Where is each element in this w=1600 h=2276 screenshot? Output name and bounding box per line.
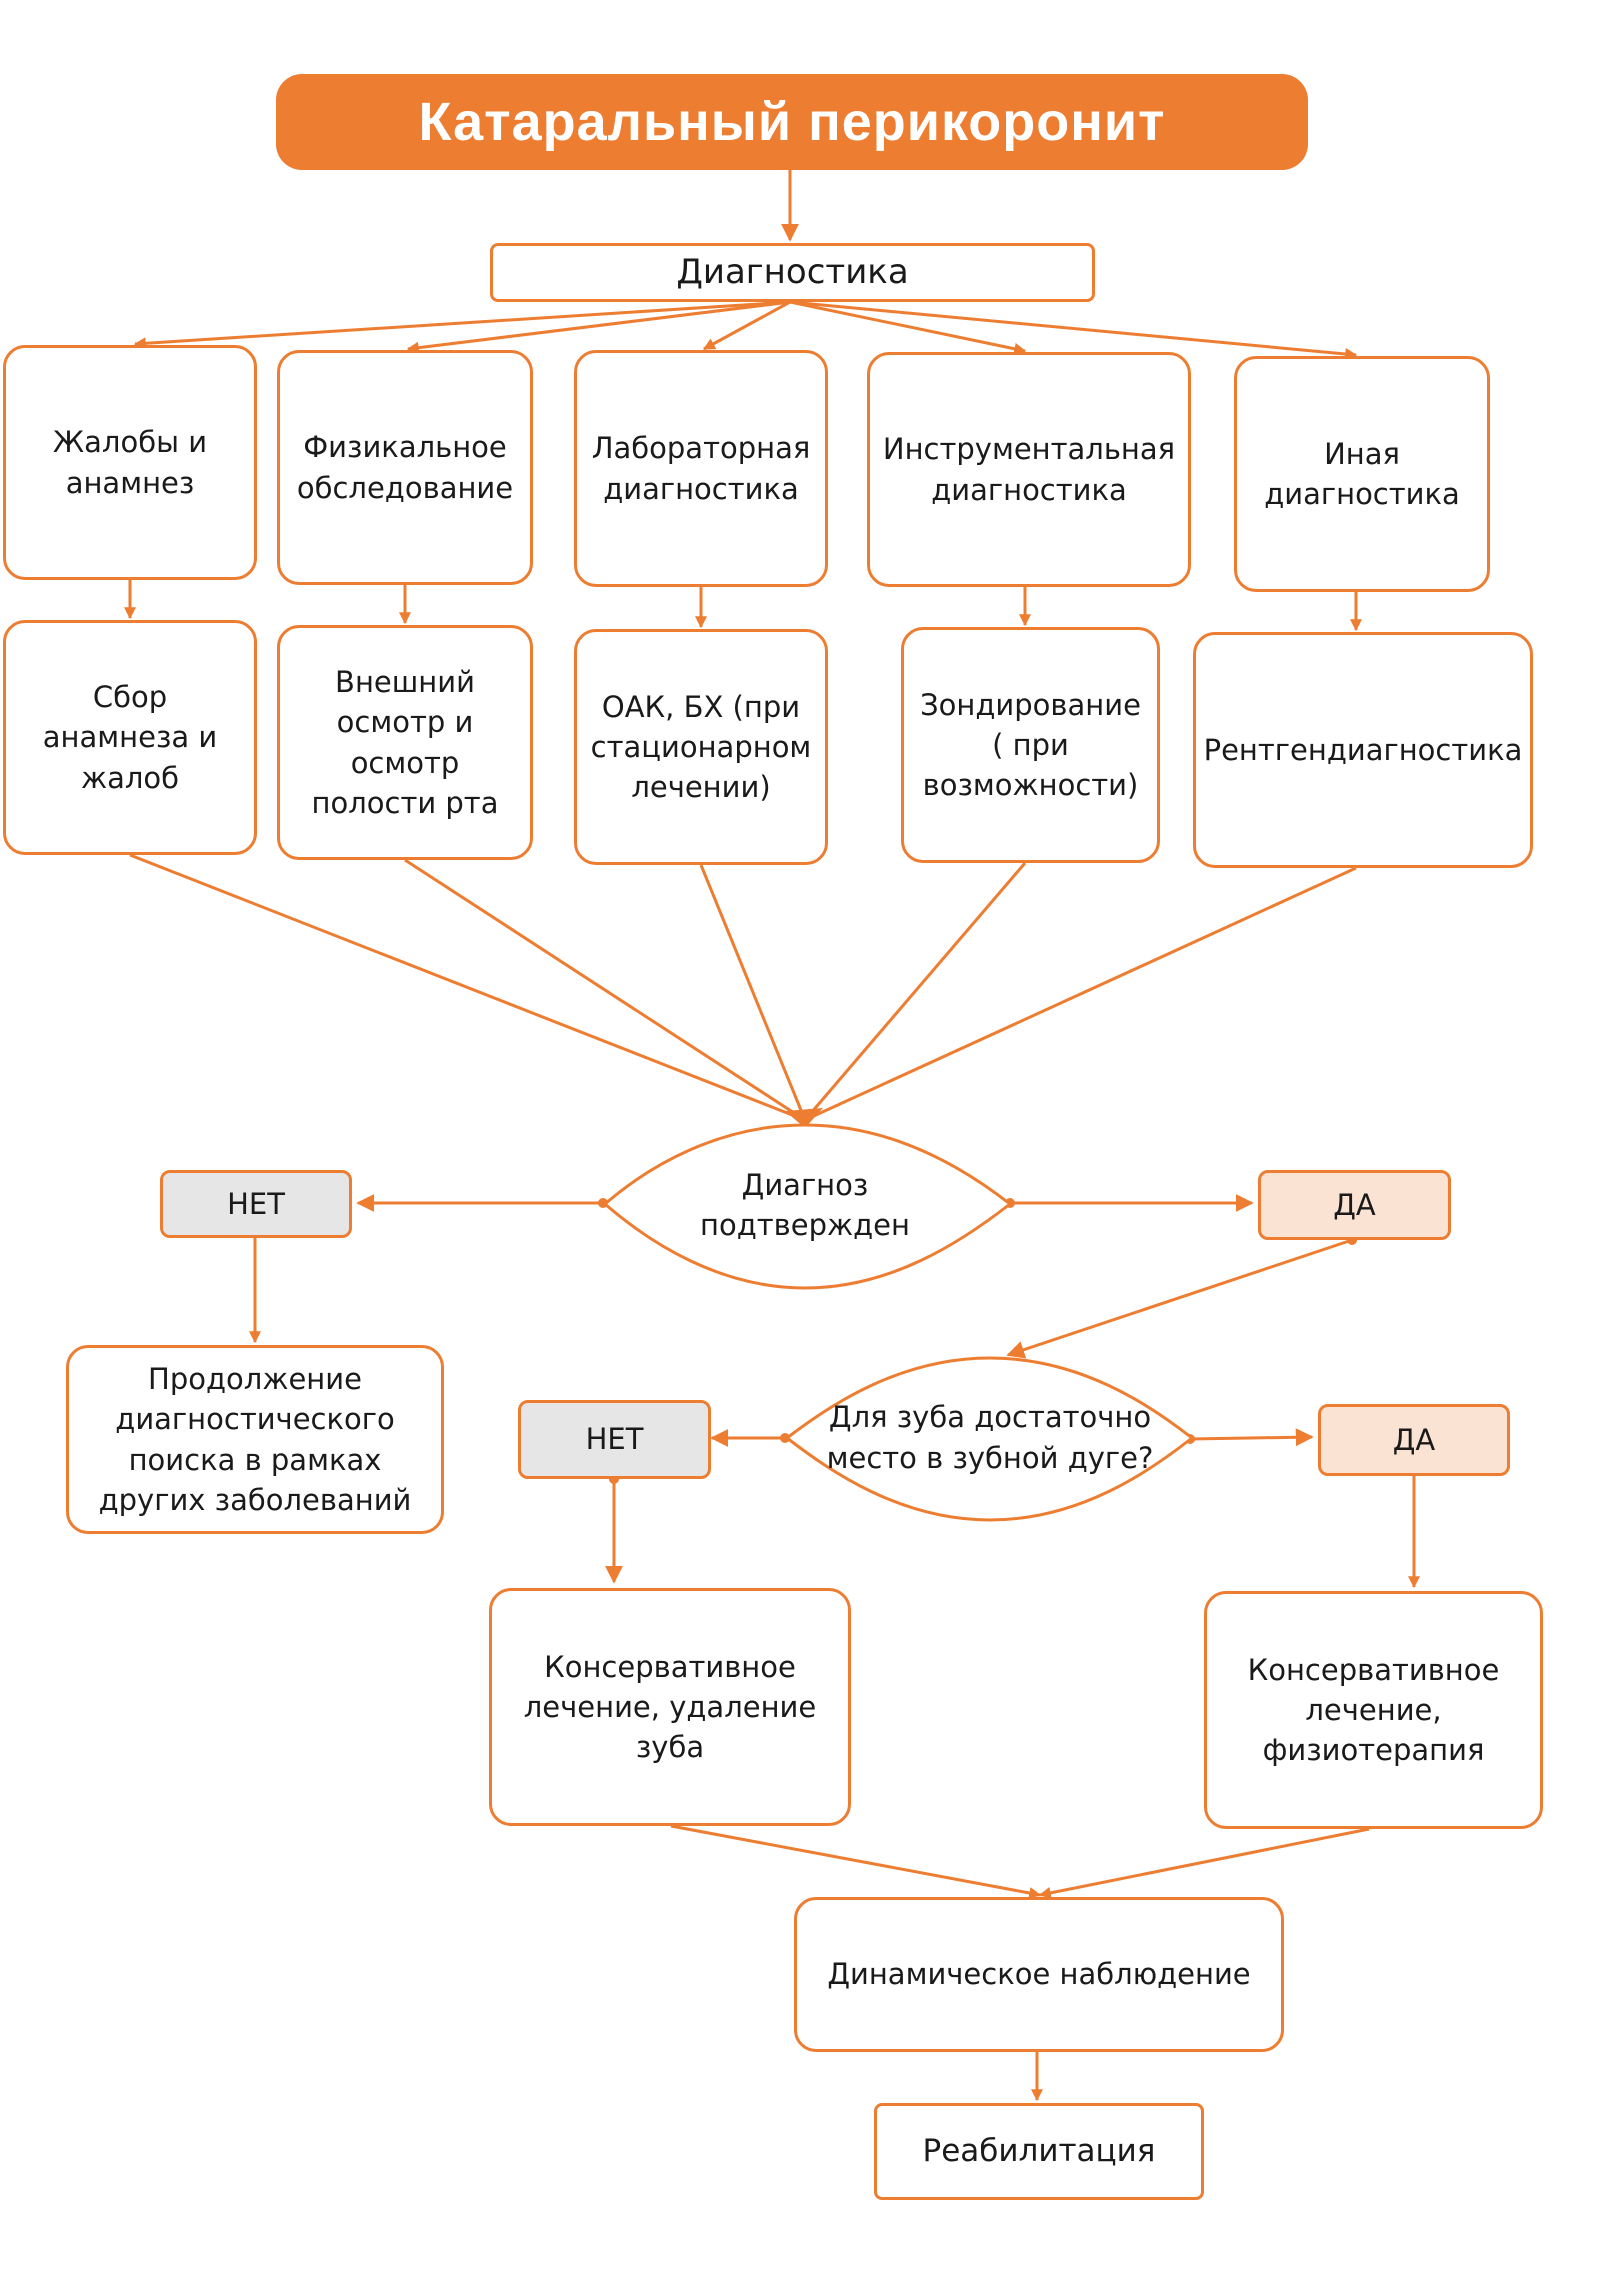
edge-diag-cat-3 (702, 300, 791, 351)
edge-method-decision-1 (129, 853, 806, 1122)
method-anamnesis-collection: Сбор анамнеза и жалоб (3, 620, 257, 855)
category-laboratory: Лабораторная диагностика (574, 350, 828, 587)
rehabilitation: Реабилитация (874, 2103, 1204, 2200)
category-instrumental: Инструментальная диагностика (867, 352, 1191, 587)
treatment-conservative-physio: Консервативное лечение, физиотерапия (1204, 1591, 1543, 1829)
method-external-oral-exam: Внешний осмотр и осмотр полости рта (277, 625, 533, 860)
edge-diag-cat-1 (133, 300, 791, 350)
diagnostics-node: Диагностика (490, 243, 1095, 302)
edge-method-decision-5 (804, 866, 1357, 1122)
edge-diag-cat-2 (406, 300, 791, 354)
answer-no-1: НЕТ (160, 1170, 352, 1238)
category-complaints-anamnesis: Жалобы и анамнез (3, 345, 257, 580)
edge-treatment1-observation (670, 1824, 1042, 1899)
decision1-arrowhead (785, 1108, 823, 1128)
edge-method-decision-2 (404, 858, 806, 1122)
dynamic-observation: Динамическое наблюдение (794, 1897, 1284, 2052)
decision-diagnosis-confirmed-shape (602, 1123, 1013, 1290)
method-probing: Зондирование ( при возможности) (901, 627, 1160, 863)
edge-treatment2-observation (1038, 1827, 1370, 1899)
edge-diag-cat-4 (789, 300, 1027, 355)
edge-decision2-yes (1189, 1428, 1314, 1447)
edge-method-decision-3 (699, 864, 807, 1121)
edge-diag-cat-5 (789, 300, 1358, 360)
method-blood-tests: ОАК, БХ (при стационарном лечении) (574, 629, 828, 865)
answer-no-2: НЕТ (518, 1400, 711, 1479)
decision-space-in-arch: Для зуба достаточно место в зубной дуге? (826, 1400, 1154, 1475)
decision-diagnosis-confirmed: Диагноз подтвержден (700, 1167, 910, 1242)
answer-yes-2: ДА (1318, 1404, 1510, 1476)
edge-yes-decision2 (1006, 1238, 1353, 1359)
method-x-ray: Рентгендиагностика (1193, 632, 1533, 868)
category-other: Иная диагностика (1234, 356, 1490, 592)
answer-yes-1: ДА (1258, 1170, 1451, 1240)
edge-method-decision-4 (803, 862, 1027, 1121)
category-physical-exam: Физикальное обследование (277, 350, 533, 585)
treatment-conservative-extraction: Консервативное лечение, удаление зуба (489, 1588, 851, 1826)
page-title: Катаральный перикоронит (276, 74, 1308, 170)
decision-space-in-arch-shape (784, 1356, 1195, 1522)
continue-diagnostic-search: Продолжение диагностического поиска в ра… (66, 1345, 444, 1534)
